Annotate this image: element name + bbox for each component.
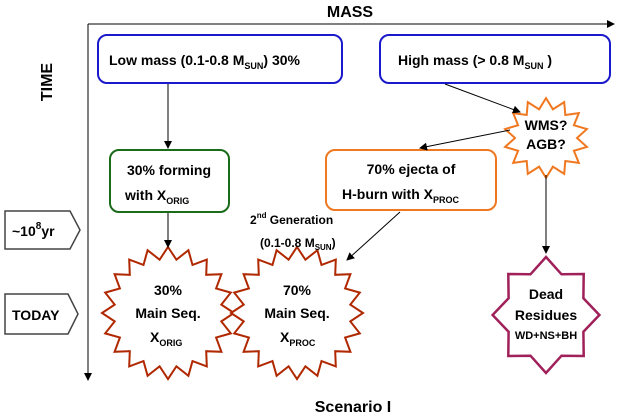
second-generation-label: 2nd Generation (0.1-0.8 MSUN) [250, 211, 336, 252]
star-outline [229, 245, 365, 381]
svg-text:Residues: Residues [515, 307, 577, 323]
svg-text:H-burn with XPROC: H-burn with XPROC [342, 186, 460, 205]
ejecta-box: 70% ejecta of H-burn with XPROC [325, 149, 497, 211]
svg-text:Dead: Dead [529, 286, 563, 302]
main-seq-orig-star: 30% Main Seq. XORIG [100, 245, 236, 381]
arrow-high-to-polluters [444, 83, 521, 114]
svg-text:30% forming: 30% forming [127, 162, 211, 178]
svg-text:2nd Generation: 2nd Generation [250, 211, 333, 227]
low-mass-box: Low mass (0.1-0.8 MSUN) 30% [97, 34, 343, 84]
svg-text:High mass (> 0.8 MSUN ): High mass (> 0.8 MSUN ) [398, 52, 552, 71]
svg-text:30%: 30% [154, 282, 183, 298]
star-outline [100, 245, 236, 381]
forming-box: 30% forming with XORIG [109, 149, 230, 213]
svg-text:70% ejecta of: 70% ejecta of [367, 161, 456, 177]
star-outline [490, 255, 602, 375]
svg-text:with XORIG: with XORIG [124, 187, 189, 206]
main-seq-proc-star: 70% Main Seq. XPROC [229, 245, 365, 381]
arrow-ejecta-to-ms [346, 211, 401, 261]
svg-text:Main Seq.: Main Seq. [264, 305, 329, 321]
svg-text:(0.1-0.8 MSUN): (0.1-0.8 MSUN) [260, 236, 336, 252]
marker-today: TODAY [4, 293, 79, 335]
svg-text:WMS?: WMS? [525, 117, 568, 133]
polluters-star: WMS? AGB? [503, 96, 589, 180]
arrow-polluters-to-ejecta [419, 129, 511, 151]
svg-text:Low mass (0.1-0.8 MSUN) 30%: Low mass (0.1-0.8 MSUN) 30% [109, 52, 301, 71]
svg-text:Main Seq.: Main Seq. [135, 305, 200, 321]
dead-residues-star: Dead Residues WD+NS+BH [490, 255, 602, 375]
svg-text:XORIG: XORIG [150, 329, 182, 348]
svg-text:~108yr: ~108yr [12, 221, 55, 239]
caption: Scenario I [315, 399, 391, 416]
svg-text:TODAY: TODAY [12, 307, 60, 323]
svg-text:AGB?: AGB? [526, 136, 566, 152]
time-axis-label: TIME [39, 63, 56, 102]
mass-axis-label: MASS [327, 4, 374, 21]
svg-text:WD+NS+BH: WD+NS+BH [515, 330, 577, 342]
marker-past: ~108yr [4, 210, 81, 250]
svg-text:70%: 70% [283, 282, 312, 298]
svg-text:XPROC: XPROC [280, 329, 316, 348]
high-mass-box: High mass (> 0.8 MSUN ) [379, 34, 611, 84]
